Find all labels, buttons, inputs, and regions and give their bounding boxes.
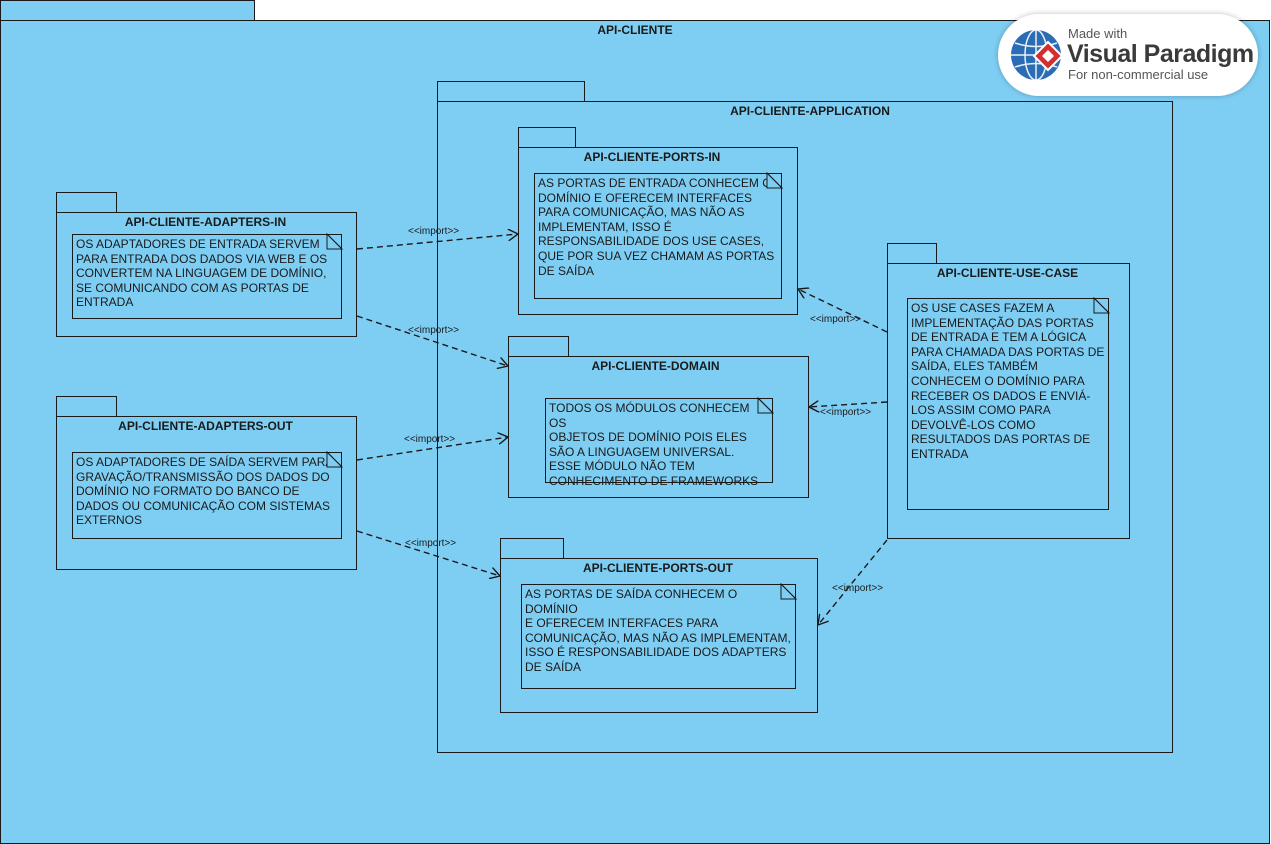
dependency-label: <<import>>: [832, 583, 884, 594]
visual-paradigm-logo-icon: [1011, 29, 1064, 81]
package-tab-adapters-out: [56, 396, 117, 417]
dependency-label: <<import>>: [810, 314, 862, 325]
package-tab-ports-in: [518, 127, 576, 148]
dependency-label: <<import>>: [404, 434, 456, 445]
package-title: API-CLIENTE-PORTS-OUT: [583, 561, 733, 575]
package-title: API-CLIENTE-APPLICATION: [730, 104, 890, 118]
watermark-license: For non-commercial use: [1068, 67, 1209, 82]
dependency-label: <<import>>: [820, 407, 872, 418]
dependency-label: <<import>>: [408, 226, 460, 237]
visual-paradigm-watermark: Made with Visual Paradigm For non-commer…: [998, 14, 1258, 96]
note-ports-in: AS PORTAS DE ENTRADA CONHECEM O DOMÍNIO …: [534, 173, 782, 299]
package-title: API-CLIENTE-ADAPTERS-IN: [124, 215, 287, 229]
watermark-brand: Visual Paradigm: [1067, 40, 1254, 68]
package-title: API-CLIENTE-ADAPTERS-OUT: [118, 419, 293, 433]
package-title: API-CLIENTE-DOMAIN: [591, 359, 720, 373]
note-adapters-in: OS ADAPTADORES DE ENTRADA SERVEM PARA EN…: [72, 234, 342, 319]
dependency-label: <<import>>: [405, 538, 457, 549]
package-tab-domain: [508, 336, 569, 357]
watermark-made-with: Made with: [1068, 26, 1128, 41]
package-tab-use-case: [887, 243, 937, 264]
package-tab-adapters-in: [56, 192, 117, 213]
package-tab-api-cliente: [0, 0, 255, 21]
note-adapters-out: OS ADAPTADORES DE SAÍDA SERVEM PARA GRAV…: [72, 452, 342, 539]
package-title: API-CLIENTE: [597, 23, 673, 37]
package-title: API-CLIENTE-PORTS-IN: [583, 150, 721, 164]
note-domain: TODOS OS MÓDULOS CONHECEM OS OBJETOS DE …: [545, 398, 773, 488]
note-ports-out: AS PORTAS DE SAÍDA CONHECEM O DOMÍNIO E …: [521, 584, 796, 689]
package-tab-ports-out: [500, 538, 564, 559]
package-title: API-CLIENTE-USE-CASE: [936, 266, 1079, 280]
package-tab-application: [437, 81, 585, 102]
note-use-case: OS USE CASES FAZEM A IMPLEMENTAÇÃO DAS P…: [907, 298, 1109, 510]
dependency-label: <<import>>: [408, 325, 460, 336]
